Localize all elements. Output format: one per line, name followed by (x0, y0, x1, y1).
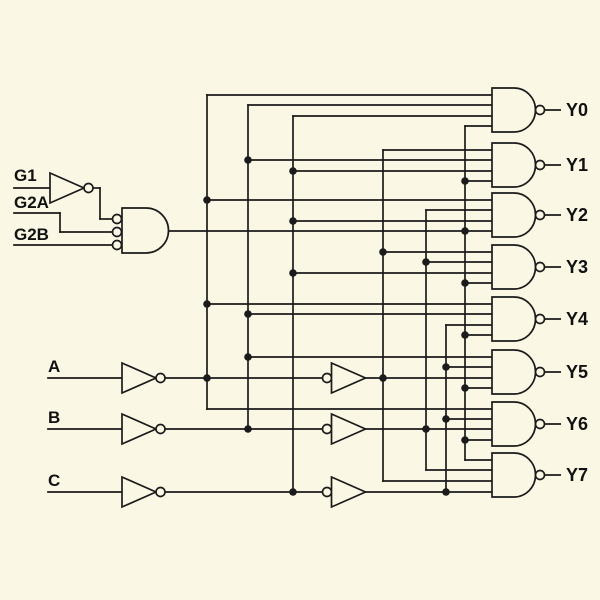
nand-gate-y1 (491, 142, 537, 188)
inversion-bubble (321, 486, 333, 498)
inverter-c-1 (121, 475, 159, 509)
label-a: A (48, 357, 60, 376)
inversion-bubble (321, 372, 333, 384)
inversion-bubble (155, 423, 166, 435)
inverter-b-2 (330, 412, 368, 446)
inversion-bubble (321, 423, 333, 435)
nand-gate-y0 (491, 87, 537, 133)
junction-dot (461, 384, 469, 392)
label-y0: Y0 (566, 100, 588, 120)
label-c: C (48, 471, 60, 490)
nand-gate-y6 (491, 401, 537, 447)
inversion-bubble (83, 182, 94, 194)
junction-dot (289, 269, 297, 277)
junction-dot (461, 177, 469, 185)
inverter-c-2 (330, 475, 368, 509)
junction-dot (461, 436, 469, 444)
inversion-bubble (534, 418, 546, 430)
inversion-bubble (534, 469, 546, 481)
label-b: B (48, 408, 60, 427)
inverter-a-1 (121, 361, 159, 395)
junction-dot (203, 196, 211, 204)
label-y6: Y6 (566, 414, 588, 434)
nand-gate-y7 (491, 452, 537, 498)
inversion-bubble (155, 372, 166, 384)
junction-dot (289, 488, 297, 496)
inversion-bubble (111, 213, 123, 225)
junction-dot (461, 227, 469, 235)
inversion-bubble (111, 239, 123, 251)
inversion-bubble (155, 486, 166, 498)
junction-dot (289, 167, 297, 175)
junction-dot (289, 217, 297, 225)
nand-gate-y2 (491, 192, 537, 238)
inversion-bubble (534, 209, 546, 221)
junction-dot (422, 258, 430, 266)
label-y1: Y1 (566, 155, 588, 175)
inversion-bubble (534, 104, 546, 116)
junction-dot (442, 363, 450, 371)
label-y5: Y5 (566, 362, 588, 382)
junction-dot (244, 156, 252, 164)
junction-dot (461, 331, 469, 339)
nand-gate-y4 (491, 296, 537, 342)
junction-dot (203, 374, 211, 382)
junction-dot (203, 300, 211, 308)
inverter-b-1 (121, 412, 159, 446)
enable-and-gate (121, 207, 170, 254)
junction-dot (422, 425, 430, 433)
inverter-g1 (49, 171, 87, 205)
label-y7: Y7 (566, 465, 588, 485)
label-g2a: G2A (14, 193, 49, 212)
gates (49, 87, 546, 509)
junction-dot (379, 248, 387, 256)
junction-dot (244, 425, 252, 433)
label-y3: Y3 (566, 257, 588, 277)
junction-dot (461, 279, 469, 287)
junction-dot (379, 374, 387, 382)
junction-dot (442, 415, 450, 423)
junction-dots (203, 156, 469, 496)
junction-dot (244, 353, 252, 361)
nand-gate-y3 (491, 244, 537, 290)
wires (13, 94, 561, 493)
junction-dot (442, 488, 450, 496)
label-g2b: G2B (14, 225, 49, 244)
inversion-bubble (534, 313, 546, 325)
inversion-bubble (534, 366, 546, 378)
label-y2: Y2 (566, 205, 588, 225)
inversion-bubble (534, 159, 546, 171)
inversion-bubble (111, 226, 123, 238)
nand-gate-y5 (491, 349, 537, 395)
junction-dot (244, 310, 252, 318)
inversion-bubble (534, 261, 546, 273)
label-g1: G1 (14, 166, 37, 185)
label-y4: Y4 (566, 309, 588, 329)
inverter-a-2 (330, 361, 368, 395)
